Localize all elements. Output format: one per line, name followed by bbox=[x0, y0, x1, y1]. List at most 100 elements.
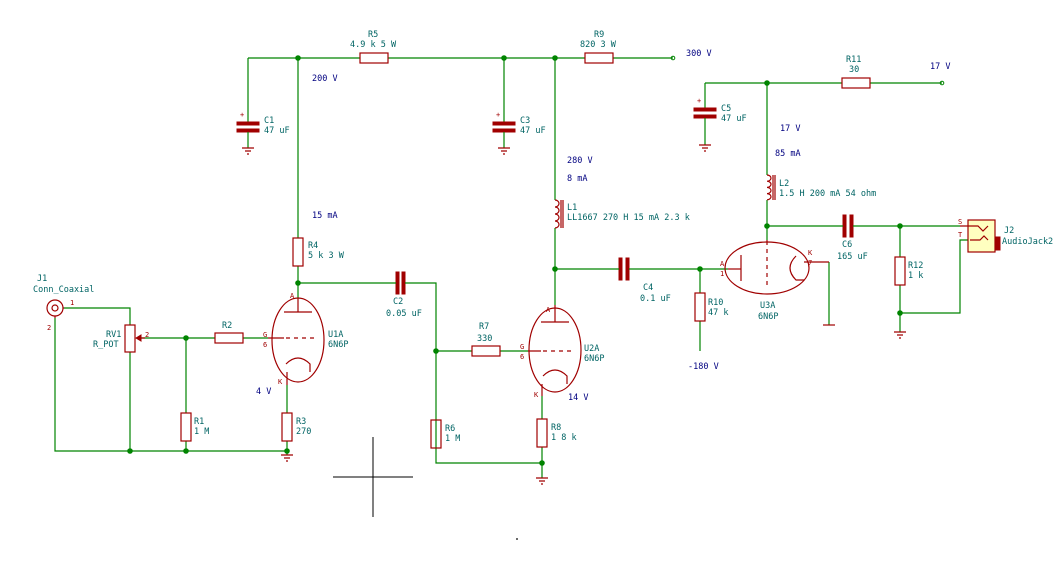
j2-value: AudioJack2 bbox=[1002, 237, 1053, 247]
pin-label: T bbox=[958, 231, 963, 239]
r7-ref: R7 bbox=[479, 322, 489, 332]
j1-coax-connector bbox=[46, 299, 64, 318]
pin-label: 2 bbox=[47, 324, 51, 332]
note-8ma: 8 mA bbox=[567, 174, 587, 184]
pin-label: + bbox=[496, 111, 500, 119]
pin-label: K bbox=[808, 249, 813, 257]
r7-value: 330 bbox=[477, 334, 492, 344]
c3-value: 47 uF bbox=[520, 126, 546, 136]
r10-ref: R10 bbox=[708, 298, 723, 308]
c1-ref: C1 bbox=[264, 116, 274, 126]
pin-label: S bbox=[958, 218, 962, 226]
r1-ref: R1 bbox=[194, 417, 204, 427]
r6-ref: R6 bbox=[445, 424, 455, 434]
l2-value: 1.5 H 200 mA 54 ohm bbox=[779, 189, 876, 199]
crosshair-cursor-icon bbox=[333, 437, 413, 517]
film-capacitors bbox=[388, 214, 860, 295]
r8-value: 1 8 k bbox=[551, 433, 577, 443]
r12-ref: R12 bbox=[908, 261, 923, 271]
pin-label: G bbox=[263, 331, 267, 339]
r3-body bbox=[281, 412, 293, 442]
r3-ref: R3 bbox=[296, 417, 306, 427]
note-17v-top: 17 V bbox=[930, 62, 950, 72]
ground-symbols bbox=[242, 144, 906, 485]
j1-value: Conn_Coaxial bbox=[33, 285, 94, 295]
pin-label: A bbox=[290, 292, 295, 300]
note-280v: 280 V bbox=[567, 156, 593, 166]
u1-ref: U1A bbox=[328, 330, 343, 340]
l2-ref: L2 bbox=[779, 179, 789, 189]
c3-ref: C3 bbox=[520, 116, 530, 126]
pin-label: G bbox=[520, 343, 524, 351]
c2-value: 0.05 uF bbox=[386, 309, 422, 319]
rv1-ref: RV1 bbox=[106, 330, 121, 340]
pin-label: + bbox=[240, 111, 244, 119]
note-14v: 14 V bbox=[568, 393, 588, 403]
note-4v: 4 V bbox=[256, 387, 271, 397]
r10-value: 47 k bbox=[708, 308, 728, 318]
r9-ref: R9 bbox=[594, 30, 604, 40]
note-200v: 200 V bbox=[312, 74, 338, 84]
pin-label: A bbox=[720, 260, 725, 268]
r1-value: 1 M bbox=[194, 427, 209, 437]
pin-label: + bbox=[697, 97, 701, 105]
c5-ref: C5 bbox=[721, 104, 731, 114]
pin-labels: 1 2 2 G 6 A K G 6 A K A 1 K 7 S T bbox=[47, 218, 963, 399]
wires bbox=[54, 57, 970, 478]
r5-value: 4.9 k 5 W bbox=[350, 40, 397, 50]
c4-ref: C4 bbox=[643, 283, 653, 293]
c6-ref: C6 bbox=[842, 240, 852, 250]
pin-label: 2 bbox=[145, 331, 149, 339]
r7-body bbox=[471, 345, 501, 357]
r9-value: 820 3 W bbox=[580, 40, 617, 50]
inductors bbox=[554, 174, 776, 229]
r11-value: 30 bbox=[849, 65, 859, 75]
l1-ref: L1 bbox=[567, 203, 577, 213]
r11-ref: R11 bbox=[846, 55, 861, 65]
pin-label: 1 bbox=[720, 270, 724, 278]
note-neg180v: -180 V bbox=[688, 362, 719, 372]
u2-tube bbox=[528, 305, 582, 396]
c2-ref: C2 bbox=[393, 297, 403, 307]
r12-value: 1 k bbox=[908, 271, 923, 281]
note-17v-mid: 17 V bbox=[780, 124, 800, 134]
r8-body bbox=[536, 418, 548, 448]
r4-body bbox=[292, 237, 304, 267]
u2-value: 6N6P bbox=[584, 354, 604, 364]
j2-ref: J2 bbox=[1004, 226, 1014, 236]
u1-value: 6N6P bbox=[328, 340, 348, 350]
pin-label: A bbox=[546, 306, 551, 314]
l1-value: LL1667 270 H 15 mA 2.3 k bbox=[567, 213, 690, 223]
r11-body bbox=[841, 77, 871, 89]
rv1-value: R_POT bbox=[93, 340, 119, 350]
pin-label: K bbox=[278, 378, 283, 386]
r3-value: 270 bbox=[296, 427, 311, 437]
j2-audio-jack bbox=[960, 219, 1001, 253]
net-annotations: 200 V 300 V 17 V 17 V 85 mA 280 V 8 mA 1… bbox=[256, 49, 950, 403]
r4-ref: R4 bbox=[308, 241, 318, 251]
c6-value: 165 uF bbox=[837, 252, 868, 262]
junctions bbox=[127, 55, 903, 466]
r1-body bbox=[180, 412, 192, 442]
pin-label: 1 bbox=[70, 299, 74, 307]
u3-tube bbox=[724, 240, 829, 295]
u3-ref: U3A bbox=[760, 301, 775, 311]
pin-label: K bbox=[534, 391, 539, 399]
r2-body bbox=[214, 332, 244, 344]
u1-tube bbox=[268, 297, 325, 385]
r6-value: 1 M bbox=[445, 434, 460, 444]
r2-ref: R2 bbox=[222, 321, 232, 331]
pin-label: 7 bbox=[808, 259, 812, 267]
pin-label: 6 bbox=[520, 353, 524, 361]
note-85ma: 85 mA bbox=[775, 149, 801, 159]
u3-value: 6N6P bbox=[758, 312, 778, 322]
j1-ref: J1 bbox=[37, 274, 47, 284]
r6-body bbox=[430, 419, 442, 449]
r4-value: 5 k 3 W bbox=[308, 251, 345, 261]
r9-body bbox=[584, 52, 614, 64]
pin-label: 6 bbox=[263, 341, 267, 349]
c5-value: 47 uF bbox=[721, 114, 747, 124]
resistors bbox=[180, 52, 906, 449]
r5-ref: R5 bbox=[368, 30, 378, 40]
c4-value: 0.1 uF bbox=[640, 294, 671, 304]
